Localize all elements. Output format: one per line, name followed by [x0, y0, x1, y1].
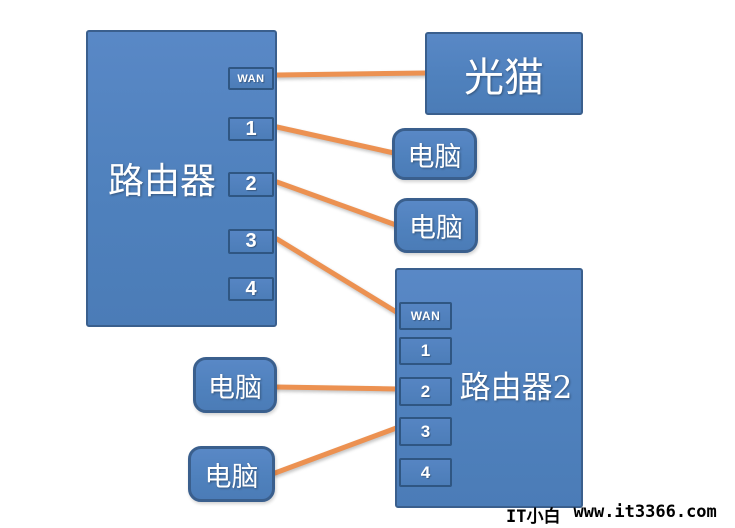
modem-label: 光猫 — [464, 54, 544, 101]
connection-pc-left-1-to-router2-port-2 — [273, 384, 402, 392]
router1-port-3: 3 — [228, 229, 274, 254]
router2-label: 路由器2 — [459, 370, 573, 406]
watermark-url: www.it3366.com — [573, 502, 717, 522]
router1-label: 路由器 — [107, 161, 216, 202]
pc-left-1: 电脑 — [193, 357, 277, 413]
pc-left-2-label: 电脑 — [204, 461, 259, 493]
router2-port-2: 2 — [399, 377, 452, 406]
pc-right-1-label: 电脑 — [407, 141, 462, 173]
router1-port-1: 1 — [228, 117, 274, 141]
router2-port-4: 4 — [399, 458, 452, 487]
router2-box: 路由器2 WAN 1 2 3 4 — [395, 268, 583, 508]
router2-port-3: 3 — [399, 417, 452, 446]
pc-left-2: 电脑 — [188, 446, 275, 502]
pc-right-1: 电脑 — [392, 128, 477, 180]
pc-left-1-label: 电脑 — [208, 372, 262, 404]
router1-wan-port: WAN — [228, 67, 274, 90]
watermark-brand: IT小白 — [506, 507, 561, 527]
router1-port-4: 4 — [228, 277, 274, 301]
pc-right-2: 电脑 — [394, 198, 478, 253]
router2-port-1: 1 — [399, 337, 452, 365]
watermark: IT小白 www.it3366.com — [506, 502, 717, 527]
connection-router1-port-2-to-pc-right-2 — [274, 179, 399, 228]
modem-box: 光猫 — [425, 32, 583, 115]
connection-router1-port-1-to-pc-right-1 — [274, 124, 397, 156]
router1-box: 路由器 WAN 1 2 3 4 — [86, 30, 277, 327]
router2-wan-port: WAN — [399, 302, 452, 330]
connection-pc-left-2-to-router2-port-3 — [272, 424, 402, 476]
pc-right-2-label: 电脑 — [409, 213, 463, 244]
connection-router1-wan-port-to-modem-box — [274, 70, 429, 78]
connection-router1-port-3-to-router2-wan-port — [274, 236, 401, 316]
router1-port-2: 2 — [228, 172, 274, 197]
